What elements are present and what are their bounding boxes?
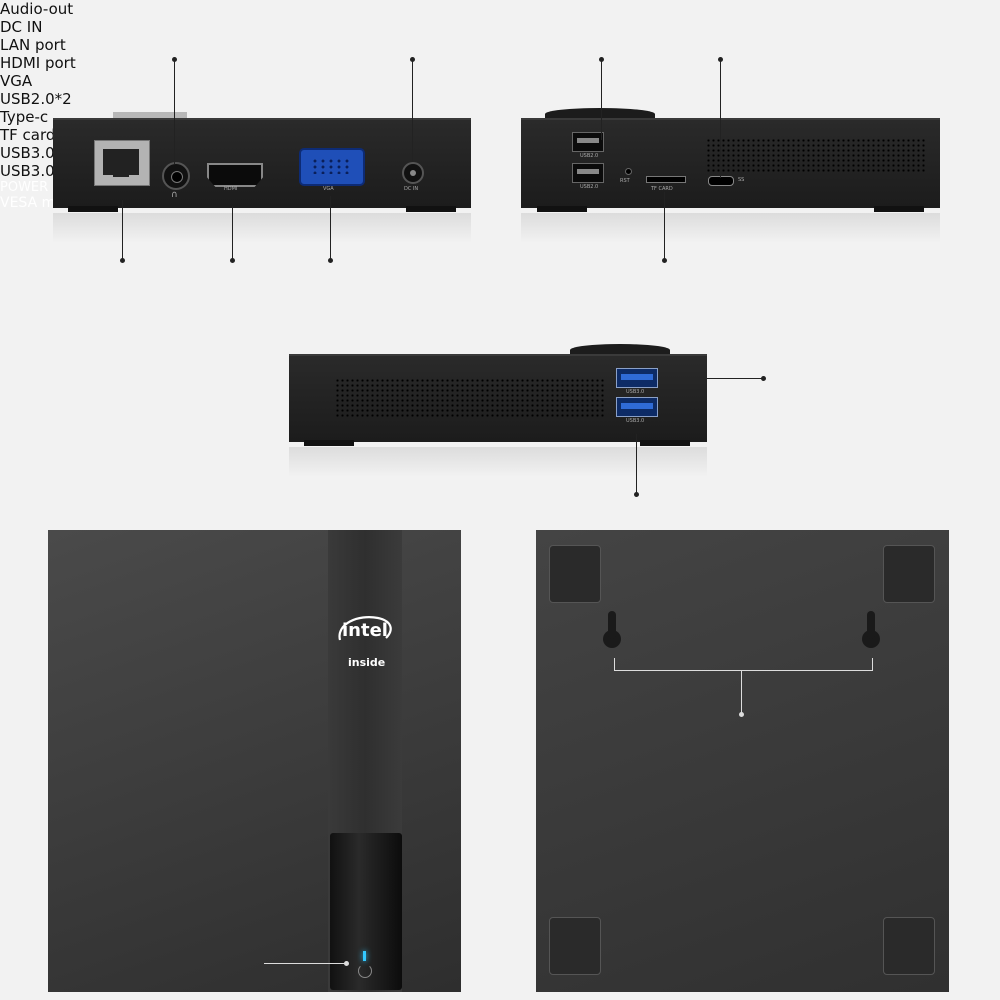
callout-dot: [599, 57, 604, 62]
device-reflection: [521, 213, 940, 243]
rubber-foot: [883, 917, 935, 975]
vga-port-icon: [299, 148, 365, 186]
device-foot: [874, 206, 924, 212]
usb3-port-icon: [616, 397, 658, 417]
tf-card-slot-icon: [646, 176, 686, 183]
top-view: intel inside POWER ON/OFF: [0, 180, 1000, 992]
device-top-curve: [570, 344, 670, 356]
callout-dot: [761, 376, 766, 381]
hdmi-marking: HDMI: [224, 186, 238, 192]
callout-dot: [172, 57, 177, 62]
device-reflection: [53, 213, 471, 243]
usb2-marking: USB2.0: [580, 184, 599, 190]
device-foot: [304, 440, 354, 446]
usb3-port-icon: [616, 368, 658, 388]
ss-marking: SS: [738, 177, 745, 183]
callout-line: [707, 378, 763, 379]
intel-logo: intel inside: [334, 610, 396, 672]
callout-line: [601, 60, 602, 140]
device-foot: [640, 440, 690, 446]
callout-line: [330, 196, 331, 260]
bracket-line: [872, 658, 873, 670]
callout-dot: [662, 258, 667, 263]
vent-grille: [706, 138, 926, 172]
callout-dot: [230, 258, 235, 263]
side-panel-view: USB2.0 USB2.0 RST TF CARD SS USB2.0*2 Ty…: [0, 57, 1000, 263]
usb3-side-view: USB3.0 USB3.0 USB3.0 USB3.0: [0, 144, 1000, 497]
callout-dot: [634, 492, 639, 497]
power-button[interactable]: [330, 833, 402, 990]
dc-in-label: DC IN: [0, 18, 43, 36]
audio-jack-icon: [162, 162, 190, 190]
callout-dot: [328, 258, 333, 263]
callout-line: [636, 434, 637, 494]
hdmi-port-icon: [207, 163, 263, 187]
callout-dot: [120, 258, 125, 263]
tf-card-label: TF card: [0, 126, 56, 144]
usb2-port-icon: [572, 163, 604, 183]
device-foot: [537, 206, 587, 212]
audio-out-label: Audio-out: [0, 0, 74, 18]
vent-grille: [335, 378, 605, 418]
callout-line: [412, 60, 413, 162]
hdmi-port-label: HDMI port: [0, 54, 76, 72]
dc-in-port-icon: [402, 162, 424, 184]
usb2-label: USB2.0*2: [0, 90, 72, 108]
usb3-side-label: USB3.0: [0, 144, 55, 162]
callout-dot: [344, 961, 349, 966]
callout-dot: [739, 712, 744, 717]
vga-marking: VGA: [323, 186, 334, 192]
lan-port-icon: [94, 140, 150, 186]
device-foot: [68, 206, 118, 212]
power-led: [363, 951, 366, 961]
callout-line: [122, 200, 123, 260]
tf-card-marking: TF CARD: [651, 186, 673, 192]
callout-line: [664, 192, 665, 260]
bottom-view-device: [536, 530, 949, 992]
bottom-view: VESA mount support: [0, 195, 1000, 992]
callout-line: [174, 60, 175, 164]
callout-dot: [718, 57, 723, 62]
power-icon: [358, 964, 372, 978]
rubber-foot: [549, 917, 601, 975]
intel-swirl-icon: [338, 616, 392, 641]
callout-line: [741, 670, 742, 714]
type-c-label: Type-c: [0, 108, 49, 126]
device-foot: [406, 206, 456, 212]
usb2-port-icon: [572, 132, 604, 152]
callout-line: [232, 206, 233, 260]
lan-port-label: LAN port: [0, 36, 66, 54]
vesa-keyhole-icon: [862, 611, 880, 648]
intel-brand: intel: [342, 620, 388, 641]
callout-line: [264, 963, 346, 964]
vga-label: VGA: [0, 72, 33, 90]
rst-marking: RST: [620, 178, 630, 184]
back-panel-view: ∩ HDMI VGA DC IN Audio-out DC IN LAN por…: [0, 0, 1000, 263]
usb3-marking: USB3.0: [626, 389, 645, 395]
bracket-line: [614, 670, 873, 671]
usb3-marking: USB3.0: [626, 418, 645, 424]
vesa-keyhole-icon: [603, 611, 621, 648]
rubber-foot: [883, 545, 935, 603]
type-c-port-icon: [708, 176, 734, 186]
callout-line: [720, 60, 721, 178]
reset-hole-icon: [625, 168, 632, 175]
bracket-line: [614, 658, 615, 670]
rubber-foot: [549, 545, 601, 603]
device-top-curve: [545, 108, 655, 120]
wifi-antenna-tab: [113, 112, 187, 119]
usb2-marking: USB2.0: [580, 153, 599, 159]
intel-tagline: inside: [348, 656, 386, 669]
usb3-bottom-label: USB3.0: [0, 162, 55, 180]
dc-in-marking: DC IN: [404, 186, 419, 192]
callout-dot: [410, 57, 415, 62]
headphone-icon: ∩: [171, 190, 178, 200]
device-reflection: [289, 447, 707, 477]
